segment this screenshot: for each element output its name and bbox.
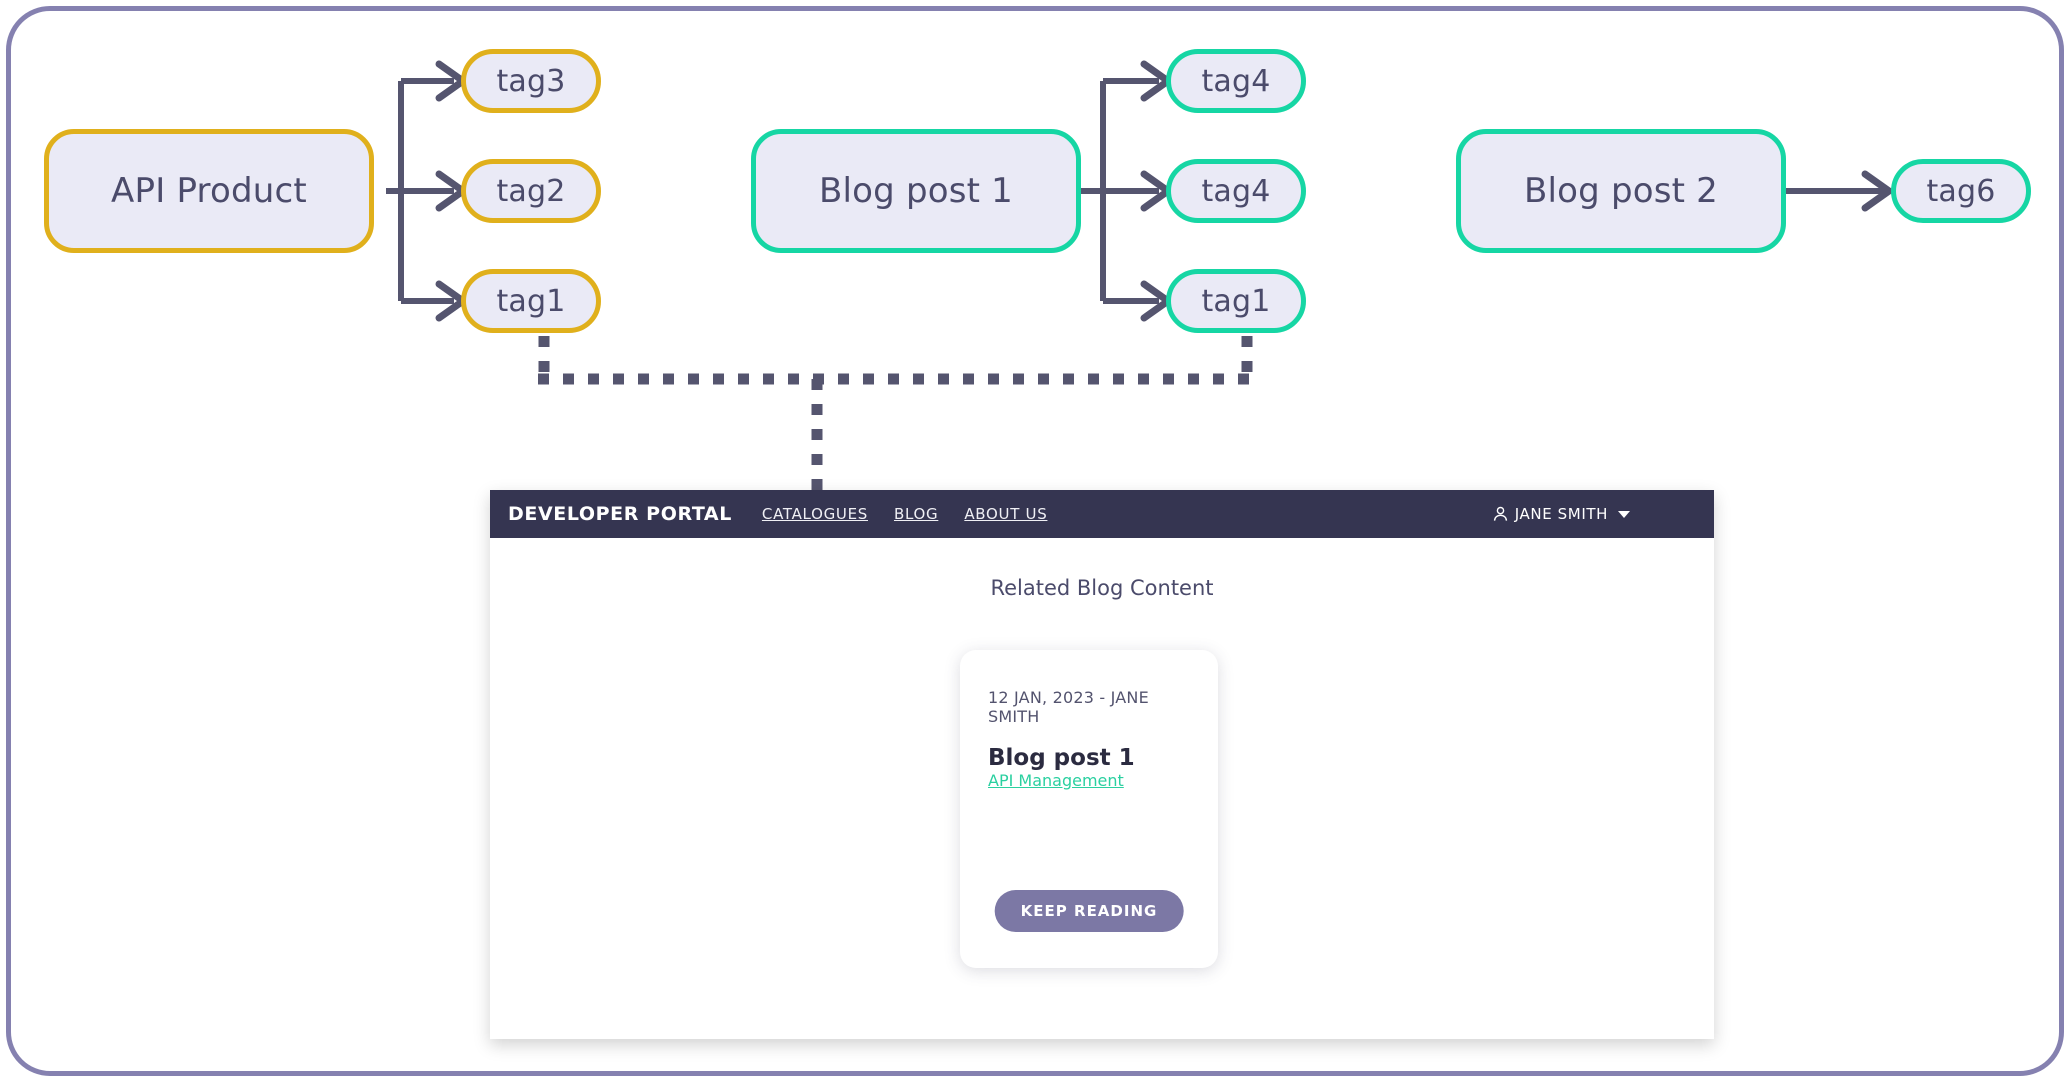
node-label: tag6 bbox=[1926, 173, 1996, 209]
portal-header: DEVELOPER PORTAL CATALOGUES BLOG ABOUT U… bbox=[490, 490, 1714, 538]
node-tag-tag1-left[interactable]: tag1 bbox=[461, 269, 601, 333]
node-tag-tag3[interactable]: tag3 bbox=[461, 49, 601, 113]
node-label: tag4 bbox=[1201, 173, 1271, 209]
node-label: tag2 bbox=[496, 173, 566, 209]
card-tag-link[interactable]: API Management bbox=[988, 771, 1124, 790]
user-menu[interactable]: JANE SMITH bbox=[1493, 505, 1630, 523]
node-api-product[interactable]: API Product bbox=[44, 129, 374, 253]
node-label: Blog post 1 bbox=[818, 171, 1014, 211]
node-tag-tag6[interactable]: tag6 bbox=[1891, 159, 2031, 223]
node-label: API Product bbox=[111, 171, 307, 211]
person-icon bbox=[1493, 506, 1508, 522]
node-tag-tag4-a[interactable]: tag4 bbox=[1166, 49, 1306, 113]
node-tag-tag4-b[interactable]: tag4 bbox=[1166, 159, 1306, 223]
user-name: JANE SMITH bbox=[1514, 505, 1608, 523]
node-tag-tag2[interactable]: tag2 bbox=[461, 159, 601, 223]
node-label: tag4 bbox=[1201, 63, 1271, 99]
nav-item-blog[interactable]: BLOG bbox=[893, 505, 939, 523]
nav-item-about-us[interactable]: ABOUT US bbox=[964, 505, 1048, 523]
keep-reading-button[interactable]: KEEP READING bbox=[994, 890, 1184, 932]
connector-blog-post-1 bbox=[1081, 78, 1159, 304]
diagram-frame: API Product tag3 tag2 tag1 Blog post 1 t… bbox=[6, 6, 2064, 1076]
portal-body: Related Blog Content 12 JAN, 2023 - JANE… bbox=[490, 538, 1714, 1039]
related-blog-content-title: Related Blog Content bbox=[990, 576, 1214, 600]
node-blog-post-2[interactable]: Blog post 2 bbox=[1456, 129, 1786, 253]
connector-api-product bbox=[386, 78, 454, 304]
arrowheads-blog-post-1 bbox=[1140, 60, 1172, 322]
card-title: Blog post 1 bbox=[988, 745, 1135, 771]
arrowheads-api-product bbox=[435, 60, 467, 322]
node-label: tag3 bbox=[496, 63, 566, 99]
node-label: tag1 bbox=[1201, 283, 1271, 319]
card-meta: 12 JAN, 2023 - JANE SMITH bbox=[988, 688, 1149, 726]
node-blog-post-1[interactable]: Blog post 1 bbox=[751, 129, 1081, 253]
developer-portal-panel: DEVELOPER PORTAL CATALOGUES BLOG ABOUT U… bbox=[490, 490, 1714, 1039]
chevron-down-icon[interactable] bbox=[1618, 510, 1630, 518]
diagram-canvas: API Product tag3 tag2 tag1 Blog post 1 t… bbox=[11, 11, 2059, 1071]
blog-post-card[interactable]: 12 JAN, 2023 - JANE SMITH Blog post 1 AP… bbox=[960, 650, 1218, 968]
arrowhead-blog-post-2 bbox=[1861, 170, 1893, 212]
node-label: Blog post 2 bbox=[1523, 171, 1719, 211]
node-tag-tag1-right[interactable]: tag1 bbox=[1166, 269, 1306, 333]
nav-item-catalogues[interactable]: CATALOGUES bbox=[761, 505, 868, 523]
node-label: tag1 bbox=[496, 283, 566, 319]
portal-brand: DEVELOPER PORTAL bbox=[508, 503, 732, 525]
